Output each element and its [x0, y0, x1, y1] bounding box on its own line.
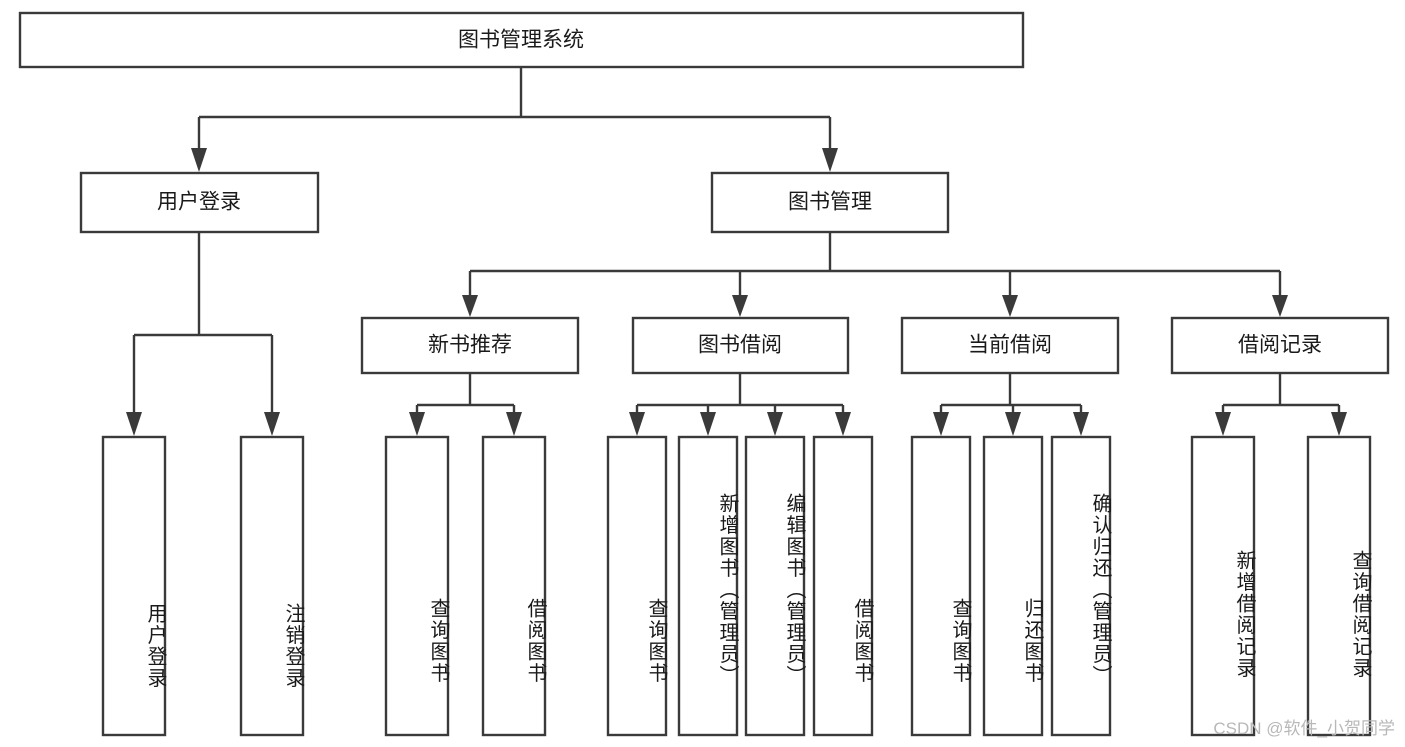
node-box-root[interactable] [18, 11, 1025, 69]
node-box-leaf-edit-book-admin[interactable] [744, 435, 806, 737]
arrow-br-leaf-1 [1215, 412, 1231, 436]
node-box-leaf-return-book[interactable] [982, 435, 1044, 737]
arrow-bb-leaf-2 [700, 412, 716, 436]
node-box-new-book-recommend[interactable] [360, 316, 580, 375]
csdn-watermark: CSDN @软件_小贺同学 [1213, 719, 1395, 738]
arrow-cb-leaf-2 [1005, 412, 1021, 436]
node-box-leaf-borrow-book-recommend[interactable] [481, 435, 547, 737]
node-box-leaf-logout[interactable] [239, 435, 305, 737]
node-label-root: 图书管理系统 [458, 29, 584, 52]
node-box-borrow-record[interactable] [1170, 316, 1390, 375]
arrow-cb-leaf-3 [1073, 412, 1089, 436]
node-label-user-login: 用户登录 [157, 191, 241, 214]
node-box-leaf-query-borrow-record[interactable] [1306, 435, 1372, 737]
node-label-book-borrow: 图书借阅 [698, 334, 782, 357]
arrow-root-to-book-management [822, 148, 838, 172]
node-label-borrow-record: 借阅记录 [1238, 334, 1322, 357]
node-box-leaf-query-book-borrow[interactable] [606, 435, 668, 737]
arrow-user-login-leaf-1 [126, 412, 142, 436]
node-box-leaf-confirm-return-admin[interactable] [1050, 435, 1112, 737]
node-label-book-management: 图书管理 [788, 191, 872, 214]
node-label-new-book-recommend: 新书推荐 [428, 334, 512, 357]
node-label-current-borrow: 当前借阅 [968, 334, 1052, 357]
node-box-leaf-borrow-book[interactable] [812, 435, 874, 737]
node-box-user-login[interactable] [79, 171, 320, 234]
arrow-bb-leaf-3 [767, 412, 783, 436]
node-box-leaf-user-login[interactable] [101, 435, 167, 737]
arrow-root-to-user-login [191, 148, 207, 172]
connector-layer [126, 67, 1347, 436]
node-box-leaf-add-book-admin[interactable] [677, 435, 739, 737]
arrow-bb-leaf-4 [835, 412, 851, 436]
node-box-leaf-add-borrow-record[interactable] [1190, 435, 1256, 737]
arrow-bb-leaf-1 [629, 412, 645, 436]
arrow-nbr-leaf-1 [409, 412, 425, 436]
arrow-br-leaf-2 [1331, 412, 1347, 436]
arrow-bm-to-new-book-recommend [462, 295, 478, 317]
node-box-leaf-query-book-current[interactable] [910, 435, 972, 737]
node-box-book-management[interactable] [710, 171, 950, 234]
arrow-nbr-leaf-2 [506, 412, 522, 436]
arrow-bm-to-borrow-record [1272, 295, 1288, 317]
arrow-bm-to-book-borrow [732, 295, 748, 317]
node-box-leaf-query-book-recommend[interactable] [384, 435, 450, 737]
node-layer: 图书管理系统 用户登录 图书管理 新书推荐 图书借阅 当前借阅 借阅记录 [18, 11, 1390, 737]
arrow-user-login-leaf-2 [264, 412, 280, 436]
node-box-book-borrow[interactable] [631, 316, 850, 375]
node-box-current-borrow[interactable] [900, 316, 1120, 375]
arrow-cb-leaf-1 [933, 412, 949, 436]
arrow-bm-to-current-borrow [1002, 295, 1018, 317]
